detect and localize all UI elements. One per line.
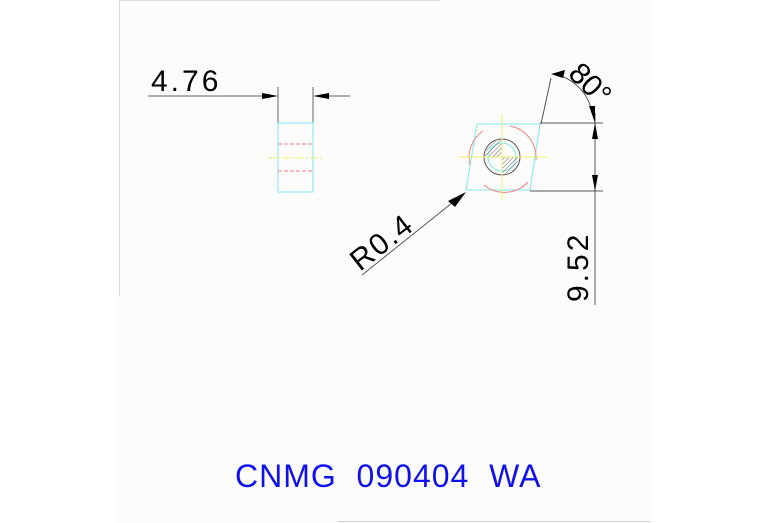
sheet-border-left xyxy=(119,0,120,296)
side-view: 4.76 xyxy=(148,65,350,193)
part-designation: CNMG 090404 WA xyxy=(235,458,542,494)
thickness-dimension-label: 4.76 xyxy=(151,65,221,98)
top-view: 9.52 80° R0.4 xyxy=(344,57,617,305)
angle-dimension-label: 80° xyxy=(562,57,617,112)
sheet-border-top xyxy=(119,0,440,1)
width-dimension-label: 9.52 xyxy=(562,232,595,302)
drawing-sheet xyxy=(117,0,651,523)
sheet-border-bottom xyxy=(338,521,650,522)
corner-radius-label: R0.4 xyxy=(344,208,421,278)
